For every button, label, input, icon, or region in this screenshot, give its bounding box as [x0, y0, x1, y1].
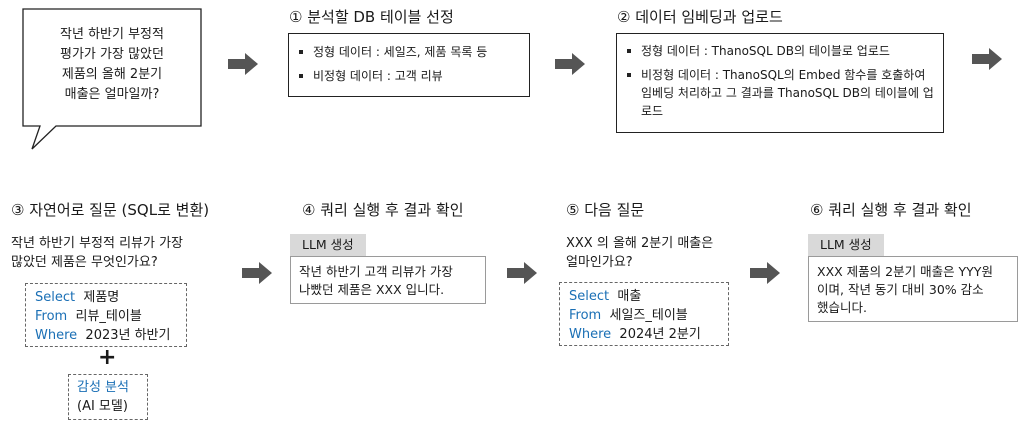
step5-title: ⑤ 다음 질문 [566, 201, 645, 219]
sql-line: Where 2024년 2분기 [569, 325, 719, 344]
speech-bubble [22, 8, 202, 150]
arrow-right-icon [242, 262, 272, 284]
question-line: 얼마인가요? [566, 255, 633, 270]
step2-title: ② 데이터 임베딩과 업로드 [617, 8, 783, 26]
answer-line: 이며, 작년 동기 대비 30% 감소 [817, 282, 984, 297]
sql-keyword: Select [35, 290, 76, 305]
arrow-right-icon [555, 53, 585, 75]
step1-title: ① 분석할 DB 테이블 선정 [289, 8, 454, 26]
sql-line: Select 제품명 [35, 288, 177, 307]
step1-box: 정형 데이터 : 세일즈, 제품 목록 등 비정형 데이터 : 고객 리뷰 [288, 33, 530, 97]
question-line: 많았던 제품은 무엇인가요? [11, 255, 158, 270]
question-line: 작년 하반기 부정적 리뷰가 가장 [11, 236, 184, 251]
answer-line: XXX 제품의 2분기 매출은 YYY원 [817, 264, 993, 279]
answer-line: 했습니다. [817, 300, 867, 315]
bubble-text: 작년 하반기 부정적 평가가 가장 많았던 제품의 올해 2분기 매출은 얼마일… [22, 25, 202, 105]
bubble-line: 제품의 올해 2분기 [61, 67, 163, 82]
bubble-line: 작년 하반기 부정적 [60, 27, 164, 42]
step3-ai-box: 감성 분석 (AI 모델) [68, 374, 148, 420]
ai-label: 감성 분석 [77, 380, 129, 395]
arrow-right-icon [972, 48, 1002, 70]
step3-question: 작년 하반기 부정적 리뷰가 가장 많았던 제품은 무엇인가요? [11, 234, 183, 272]
sql-value: 매출 [617, 289, 642, 304]
answer-line: 작년 하반기 고객 리뷰가 가장 [299, 264, 453, 279]
sql-value: 2023년 하반기 [85, 328, 171, 343]
step3-sql-box: Select 제품명 From 리뷰_테이블 Where 2023년 하반기 [25, 283, 187, 347]
step1-bullet: 정형 데이터 : 세일즈, 제품 목록 등 [297, 43, 521, 61]
sql-line: Where 2023년 하반기 [35, 326, 177, 345]
arrow-right-icon [750, 262, 780, 284]
sql-line: Select 매출 [569, 287, 719, 306]
sql-keyword: Select [569, 289, 610, 304]
step3-title: ③ 자연어로 질문 (SQL로 변환) [11, 201, 210, 219]
sql-value: 리뷰_테이블 [75, 309, 142, 324]
question-line: XXX 의 올해 2분기 매출은 [566, 236, 714, 251]
sql-value: 제품명 [83, 290, 120, 305]
sql-keyword: Where [569, 327, 612, 342]
arrow-right-icon [228, 53, 258, 75]
step2-box: 정형 데이터 : ThanoSQL DB의 테이블로 업로드 비정형 데이터 :… [616, 33, 944, 133]
step6-answer-box: XXX 제품의 2분기 매출은 YYY원 이며, 작년 동기 대비 30% 감소… [808, 256, 1018, 322]
step4-answer-box: 작년 하반기 고객 리뷰가 가장 나빴던 제품은 XXX 입니다. [290, 256, 486, 304]
plus-sign: + [98, 345, 117, 370]
step4-title: ④ 쿼리 실행 후 결과 확인 [302, 201, 464, 219]
arrow-right-icon [507, 262, 537, 284]
step2-bullet: 비정형 데이터 : ThanoSQL의 Embed 함수를 호출하여 임베딩 처… [625, 66, 935, 120]
step1-bullet: 비정형 데이터 : 고객 리뷰 [297, 67, 521, 85]
sql-keyword: From [569, 308, 602, 323]
sql-value: 세일즈_테이블 [609, 308, 688, 323]
llm-tag: LLM 생성 [808, 234, 884, 256]
answer-line: 나빴던 제품은 XXX 입니다. [299, 282, 445, 297]
step5-sql-box: Select 매출 From 세일즈_테이블 Where 2024년 2분기 [559, 282, 729, 346]
sql-line: From 리뷰_테이블 [35, 307, 177, 326]
ai-sublabel: (AI 모델) [77, 399, 128, 414]
sql-value: 2024년 2분기 [619, 327, 701, 342]
sql-line: From 세일즈_테이블 [569, 306, 719, 325]
llm-tag: LLM 생성 [290, 234, 366, 256]
step2-bullet: 정형 데이터 : ThanoSQL DB의 테이블로 업로드 [625, 42, 935, 60]
step5-question: XXX 의 올해 2분기 매출은 얼마인가요? [566, 234, 713, 272]
step6-title: ⑥ 쿼리 실행 후 결과 확인 [810, 201, 972, 219]
bubble-line: 평가가 가장 많았던 [60, 47, 164, 62]
sql-keyword: Where [35, 328, 78, 343]
bubble-line: 매출은 얼마일까? [64, 87, 160, 102]
sql-keyword: From [35, 309, 68, 324]
